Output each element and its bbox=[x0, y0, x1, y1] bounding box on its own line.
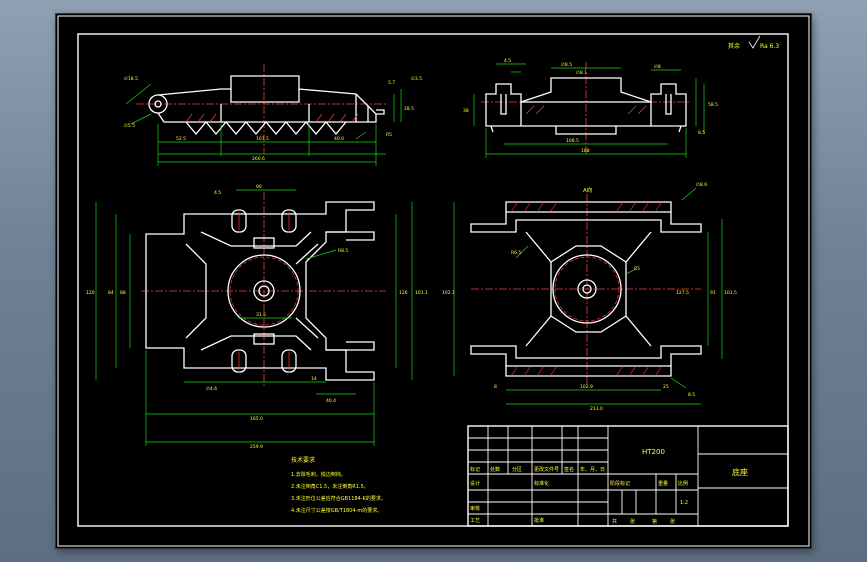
tb-header-count: 处数 bbox=[490, 466, 500, 473]
tb-scale-label: 比例 bbox=[678, 480, 688, 487]
top-view-dim-text: 90 4.5 120 84 88 126 101.1 31.5 R8.5 40.4 165… bbox=[86, 184, 428, 450]
svg-text:102.1: 102.1 bbox=[442, 290, 455, 296]
tb-sheet-unit-1: 张 bbox=[630, 518, 635, 525]
svg-text:4.5: 4.5 bbox=[504, 58, 511, 64]
svg-text:108.5: 108.5 bbox=[566, 138, 579, 144]
svg-text:102.9: 102.9 bbox=[580, 384, 593, 390]
svg-text:14: 14 bbox=[311, 376, 317, 382]
svg-text:58.5: 58.5 bbox=[708, 102, 718, 108]
svg-text:R5: R5 bbox=[386, 132, 392, 138]
svg-text:91: 91 bbox=[710, 290, 716, 296]
svg-text:8.5: 8.5 bbox=[688, 392, 695, 398]
svg-text:31.5: 31.5 bbox=[256, 312, 266, 318]
svg-text:52.5: 52.5 bbox=[176, 136, 186, 142]
front-view-top-left bbox=[136, 64, 386, 154]
svg-text:∅18.5: ∅18.5 bbox=[124, 76, 138, 82]
tech-req-title: 技术要求 bbox=[291, 456, 315, 464]
svg-text:101.1: 101.1 bbox=[415, 290, 428, 296]
svg-text:4.5: 4.5 bbox=[214, 190, 221, 196]
surface-note-label: 其余 bbox=[728, 42, 740, 50]
svg-text:127.5: 127.5 bbox=[676, 290, 689, 296]
svg-text:40.4: 40.4 bbox=[326, 398, 336, 404]
tb-stage-label: 阶段标记 bbox=[610, 480, 630, 487]
section-label: A向 bbox=[583, 186, 592, 194]
svg-text:260.6: 260.6 bbox=[252, 156, 265, 162]
svg-text:213.0: 213.0 bbox=[590, 406, 603, 412]
tb-sheet-total: 共 bbox=[612, 518, 617, 525]
top-view-bottom-left bbox=[141, 192, 386, 386]
svg-text:∅4.6: ∅4.6 bbox=[206, 386, 217, 392]
svg-text:120: 120 bbox=[86, 290, 95, 296]
front-view-dimensions bbox=[125, 83, 402, 166]
tb-header-docno: 更改文件号 bbox=[534, 466, 559, 473]
svg-text:88: 88 bbox=[120, 290, 126, 296]
svg-text:188: 188 bbox=[581, 148, 590, 154]
tb-row-process: 工艺 bbox=[470, 518, 480, 524]
svg-text:R5: R5 bbox=[634, 266, 640, 272]
svg-text:84: 84 bbox=[108, 290, 114, 296]
a-view-dim-text: 102.1 ∅8.6 R6.5R5 127.5 91 101.5 102.9 213.… bbox=[442, 182, 737, 412]
top-view-dimensions bbox=[95, 189, 413, 446]
svg-text:8: 8 bbox=[494, 384, 497, 390]
tb-sheet-no: 第 bbox=[652, 518, 657, 525]
tb-weight-label: 重量 bbox=[658, 480, 668, 487]
a-view-bottom-right bbox=[470, 194, 702, 386]
tb-material: HT200 bbox=[642, 448, 665, 456]
svg-text:R8.5: R8.5 bbox=[338, 248, 348, 254]
tb-scale-value: 1:2 bbox=[680, 500, 688, 506]
svg-text:165.0: 165.0 bbox=[250, 416, 263, 422]
svg-text:∅5.5: ∅5.5 bbox=[124, 123, 135, 129]
tb-header-date: 年、月、日 bbox=[580, 466, 605, 473]
svg-text:R6.5: R6.5 bbox=[511, 250, 521, 256]
tech-req-item-4: 4.未注尺寸公差按GB/T1804-m的要求。 bbox=[291, 507, 382, 514]
svg-text:∅3.5: ∅3.5 bbox=[411, 76, 422, 82]
svg-text:90: 90 bbox=[256, 184, 262, 190]
tech-requirements: 技术要求 1.去除毛刺，锐边倒钝。 2.未注倒角C1.5，未注倒角R1.5。 3… bbox=[291, 456, 386, 514]
svg-text:8.5: 8.5 bbox=[698, 130, 705, 136]
border-outer bbox=[57, 15, 810, 547]
border-inner bbox=[77, 33, 789, 527]
svg-text:∅8.5: ∅8.5 bbox=[561, 62, 572, 68]
svg-text:40.0: 40.0 bbox=[334, 136, 344, 142]
svg-text:126: 126 bbox=[399, 290, 408, 296]
side-view-dimensions bbox=[473, 63, 705, 158]
svg-text:28.5: 28.5 bbox=[404, 106, 414, 112]
svg-text:∅8: ∅8 bbox=[654, 64, 661, 70]
svg-text:25: 25 bbox=[663, 384, 669, 390]
title-block-text: 标记 处数 分区 更改文件号 签名 年、月、日 设计 标准化 审核 工艺 批准 … bbox=[470, 448, 748, 525]
tb-header-zone: 分区 bbox=[512, 466, 522, 473]
tb-sheet-unit-2: 张 bbox=[670, 518, 675, 525]
tb-part-name: 底座 bbox=[732, 467, 748, 477]
a-view-dimensions bbox=[453, 187, 723, 405]
tb-header-sign: 签名 bbox=[564, 466, 574, 473]
side-view-top-right bbox=[481, 62, 691, 154]
tb-row-standard: 标准化 bbox=[534, 480, 549, 487]
tech-req-item-1: 1.去除毛刺，锐边倒钝。 bbox=[291, 471, 346, 478]
tb-row-approve: 批准 bbox=[534, 517, 544, 524]
tb-row-design: 设计 bbox=[470, 480, 480, 487]
svg-text:∅8.6: ∅8.6 bbox=[696, 182, 707, 188]
svg-text:5.7: 5.7 bbox=[388, 80, 395, 86]
title-block bbox=[467, 425, 789, 527]
tech-req-item-2: 2.未注倒角C1.5，未注倒角R1.5。 bbox=[291, 483, 369, 490]
tb-row-review: 审核 bbox=[470, 505, 480, 512]
tb-header-mark: 标记 bbox=[470, 466, 480, 473]
svg-text:107.5: 107.5 bbox=[256, 136, 269, 142]
front-view-dim-text: ∅18.5 ∅5.5 52.5 107.5 260.6 40.0 R5 28.5 5.7… bbox=[124, 76, 422, 162]
tech-req-item-3: 3.未注形位公差应符合GB1184-K的要求。 bbox=[291, 495, 386, 502]
svg-text:∅8.1: ∅8.1 bbox=[576, 70, 587, 76]
surface-roughness-note: 其余 Ra 6.3 bbox=[728, 35, 779, 50]
surface-note-value: Ra 6.3 bbox=[760, 43, 779, 50]
drawing-sheet: ∅18.5 ∅5.5 52.5 107.5 260.6 40.0 R5 28.5 5.7… bbox=[56, 14, 811, 548]
svg-text:101.5: 101.5 bbox=[724, 290, 737, 296]
svg-text:259.9: 259.9 bbox=[250, 444, 263, 450]
svg-text:38: 38 bbox=[463, 108, 469, 114]
